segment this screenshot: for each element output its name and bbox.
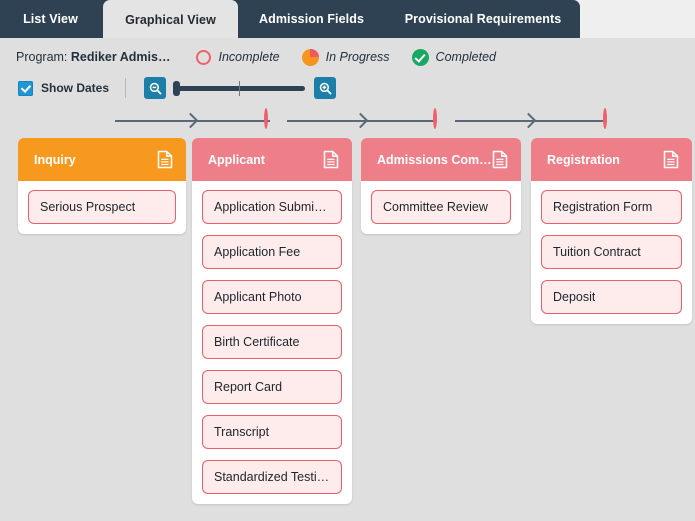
requirement-card[interactable]: Application Submit… (202, 190, 342, 224)
document-icon[interactable] (157, 150, 173, 169)
requirement-label: Transcript (214, 425, 270, 439)
zoom-slider-track[interactable] (176, 86, 306, 91)
tab-admission-fields[interactable]: Admission Fields (240, 0, 383, 38)
stage-columns: Inquiry Serious Prospect Applicant (0, 138, 695, 521)
timeline-node-registration[interactable] (603, 108, 607, 129)
timeline-node-applicant[interactable] (264, 108, 268, 129)
in-progress-pie-icon (301, 48, 319, 66)
document-icon[interactable] (663, 150, 679, 169)
column-registration: Registration Registration Form Tuition C… (531, 138, 692, 324)
show-dates-label: Show Dates (41, 81, 110, 95)
requirement-label: Tuition Contract (553, 245, 641, 259)
column-inquiry: Inquiry Serious Prospect (18, 138, 186, 234)
legend-item-incomplete: Incomplete (196, 49, 280, 65)
column-title: Registration (547, 152, 620, 167)
timeline-connector (287, 120, 437, 122)
zoom-slider[interactable] (173, 77, 307, 99)
program-label: Program: Rediker Admis… (16, 50, 170, 64)
control-row: Show Dates (0, 74, 695, 102)
requirement-label: Application Fee (214, 245, 301, 259)
status-legend: Incomplete In Progress Completed (196, 48, 496, 66)
status-timeline (0, 106, 695, 140)
column-title: Inquiry (34, 152, 76, 167)
timeline-arrow-icon (352, 112, 369, 129)
requirement-label: Serious Prospect (40, 200, 136, 214)
column-header[interactable]: Inquiry (18, 138, 186, 181)
column-body: Serious Prospect (18, 181, 186, 234)
requirement-label: Committee Review (383, 200, 488, 214)
legend-label: Incomplete (218, 50, 280, 64)
show-dates-checkbox[interactable] (18, 80, 33, 96)
column-header[interactable]: Applicant (192, 138, 352, 181)
legend-label: Completed (435, 50, 496, 64)
legend-item-in-progress: In Progress (301, 48, 390, 66)
show-dates-toggle[interactable]: Show Dates (18, 80, 110, 96)
program-name: Rediker Admis… (70, 50, 171, 64)
requirement-card[interactable]: Deposit (541, 280, 682, 314)
column-applicant: Applicant Application Submit… Applicatio… (192, 138, 352, 504)
legend-label: In Progress (325, 50, 390, 64)
program-prefix: Program: (16, 50, 68, 64)
requirement-card[interactable]: Applicant Photo (202, 280, 342, 314)
incomplete-circle-icon (196, 49, 212, 65)
magnifier-minus-icon (149, 82, 162, 95)
magnifier-plus-icon (319, 82, 332, 95)
column-header[interactable]: Registration (531, 138, 692, 181)
column-body: Registration Form Tuition Contract Depos… (531, 181, 692, 324)
zoom-slider-handle[interactable] (173, 81, 181, 96)
column-body: Committee Review (361, 181, 521, 234)
completed-check-icon (411, 48, 429, 66)
requirement-card[interactable]: Transcript (202, 415, 342, 449)
requirement-label: Standardized Testi… (214, 470, 330, 484)
tab-strip-background (0, 0, 580, 38)
incomplete-circle-icon (433, 108, 437, 129)
tab-label: List View (23, 12, 78, 26)
zoom-in-button[interactable] (314, 77, 337, 99)
timeline-connector (455, 120, 607, 122)
graphical-view-canvas: Program: Rediker Admis… Incomplete In Pr… (0, 38, 695, 521)
timeline-arrow-icon (182, 112, 199, 129)
tab-graphical-view[interactable]: Graphical View (103, 0, 238, 39)
column-header[interactable]: Admissions Com… (361, 138, 521, 181)
zoom-slider-tick (239, 81, 241, 96)
requirement-card[interactable]: Standardized Testi… (202, 460, 342, 494)
info-row: Program: Rediker Admis… Incomplete In Pr… (0, 44, 695, 70)
requirement-card[interactable]: Application Fee (202, 235, 342, 269)
incomplete-circle-icon (264, 108, 268, 129)
legend-item-completed: Completed (411, 48, 496, 66)
requirement-card[interactable]: Tuition Contract (541, 235, 682, 269)
toolbar-divider (125, 78, 127, 98)
requirement-label: Birth Certificate (214, 335, 300, 349)
zoom-controls (144, 77, 337, 99)
tab-provisional-requirements[interactable]: Provisional Requirements (385, 0, 581, 38)
column-body: Application Submit… Application Fee Appl… (192, 181, 352, 504)
requirement-label: Applicant Photo (214, 290, 302, 304)
timeline-node-admissions-committee[interactable] (433, 108, 437, 129)
requirement-label: Deposit (553, 290, 596, 304)
requirement-label: Application Submit… (214, 200, 330, 214)
requirement-card[interactable]: Serious Prospect (28, 190, 176, 224)
document-icon[interactable] (323, 150, 339, 169)
timeline-arrow-icon (520, 112, 537, 129)
requirement-label: Registration Form (553, 200, 653, 214)
requirement-card[interactable]: Birth Certificate (202, 325, 342, 359)
column-title: Admissions Com… (377, 152, 492, 167)
tab-label: Admission Fields (258, 12, 365, 26)
tab-list-view[interactable]: List View (0, 0, 101, 38)
zoom-out-button[interactable] (144, 77, 167, 99)
tab-label: Provisional Requirements (404, 12, 562, 26)
requirement-card[interactable]: Committee Review (371, 190, 511, 224)
incomplete-circle-icon (603, 108, 607, 129)
requirement-card[interactable]: Registration Form (541, 190, 682, 224)
document-icon[interactable] (492, 150, 508, 169)
timeline-connector (115, 120, 270, 122)
column-title: Applicant (208, 152, 265, 167)
column-admissions-committee: Admissions Com… Committee Review (361, 138, 521, 234)
requirement-label: Report Card (214, 380, 283, 394)
tab-label: Graphical View (125, 12, 216, 27)
requirement-card[interactable]: Report Card (202, 370, 342, 404)
tab-strip: List View Graphical View Admission Field… (0, 0, 695, 39)
